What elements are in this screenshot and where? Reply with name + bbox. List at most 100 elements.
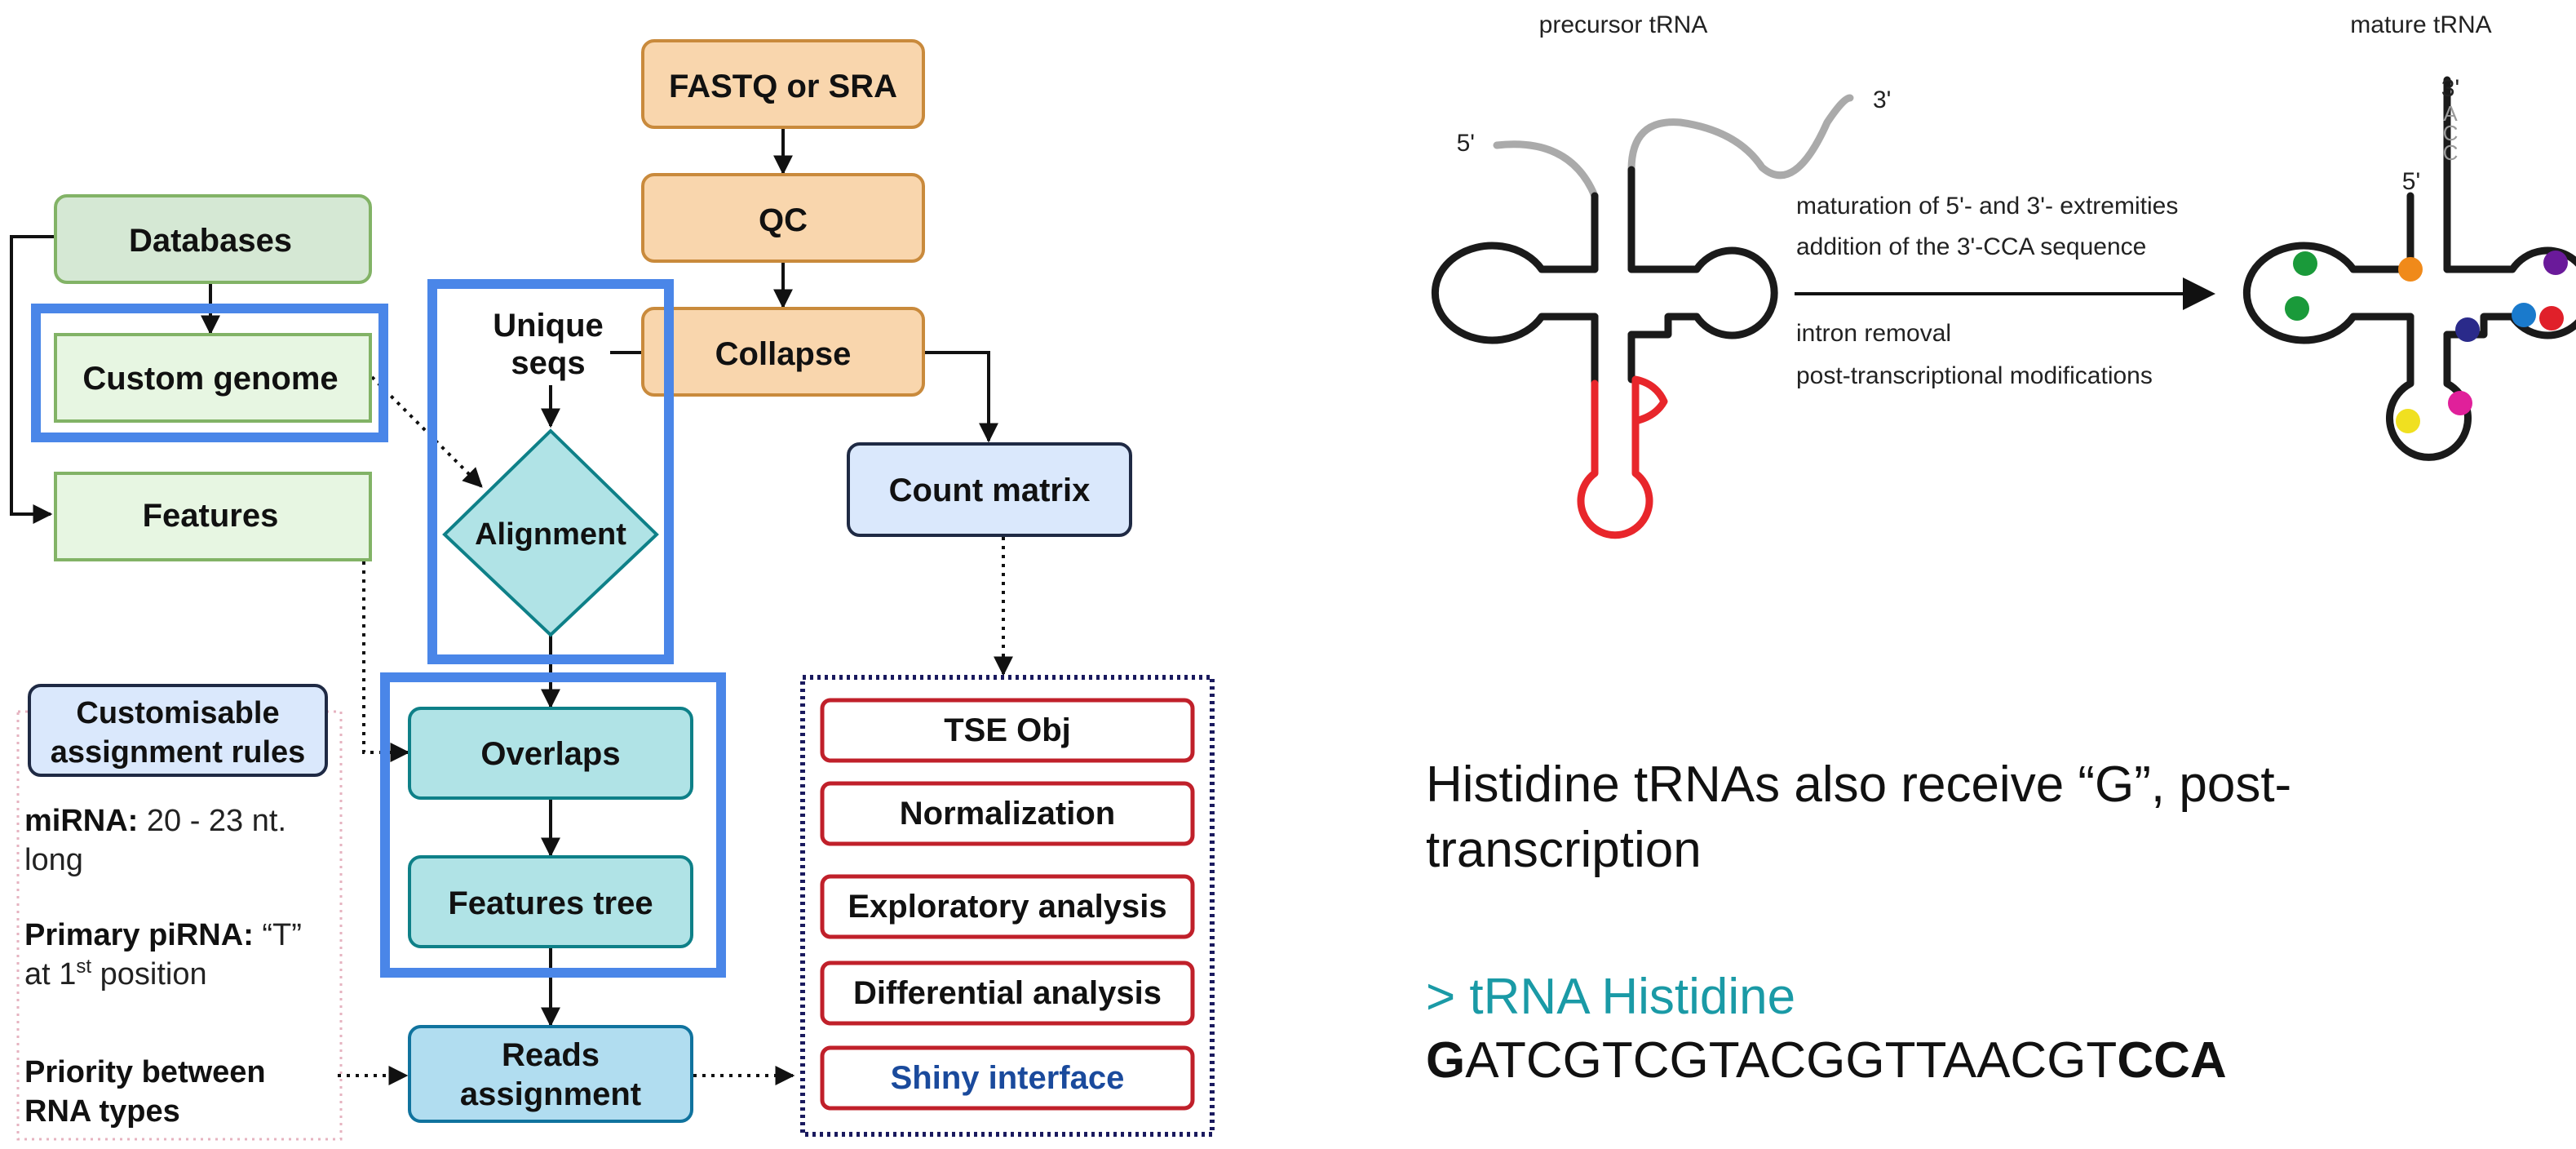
output-box-shiny	[820, 1045, 1195, 1111]
mature-d-arm	[2242, 242, 2414, 344]
rule-pirna-bold: Primary piRNA:	[24, 918, 254, 952]
features-label: Features	[143, 498, 279, 534]
reads-assignment-line1: Reads	[502, 1037, 600, 1073]
mature-t-arm	[2443, 246, 2576, 339]
mature-5prime-label: 5'	[2402, 168, 2420, 195]
output-shiny-label: Shiny interface	[891, 1060, 1125, 1096]
collapse-node: Collapse	[641, 307, 925, 397]
reads-assignment-line2: assignment	[460, 1076, 641, 1112]
precursor-5prime-leader	[1493, 140, 1599, 200]
mod-dot-navy	[2455, 317, 2480, 342]
databases-label: Databases	[129, 223, 292, 259]
unique-seqs-line2: seqs	[511, 345, 585, 381]
mature-acc-c2: C	[2443, 140, 2459, 165]
fasta-header: > tRNA Histidine	[1426, 969, 1795, 1025]
alignment-node: Alignment	[442, 428, 659, 637]
rules-panel: Customisable assignment rules miRNA: 20 …	[16, 684, 343, 1141]
rule-priority-line1: Priority between	[24, 1055, 266, 1089]
custom-genome-label: Custom genome	[82, 361, 338, 397]
precursor-3prime-label: 3'	[1873, 87, 1891, 113]
mod-dot-green-1	[2293, 251, 2317, 276]
features-node: Features	[54, 472, 372, 561]
precursor-intron-red	[1577, 375, 1668, 539]
output-exploratory-label: Exploratory analysis	[848, 889, 1166, 925]
fastq-label: FASTQ or SRA	[669, 69, 897, 104]
features-tree-label: Features tree	[448, 885, 653, 921]
maturation-step-1: maturation of 5'- and 3'- extremities	[1796, 193, 2178, 220]
maturation-step-2: addition of the 3'-CCA sequence	[1796, 233, 2146, 260]
output-box-normalization	[820, 781, 1195, 846]
rule-priority-line2: RNA types	[24, 1094, 180, 1129]
precursor-5prime-label: 5'	[1457, 130, 1475, 157]
rule-pirna-sup: st	[76, 956, 91, 978]
fasta-sequence: GATCGTCGTACGGTTAACGTCCA	[1426, 1032, 2227, 1089]
rule-mirna-text: 20 - 23 nt.	[138, 804, 286, 838]
seq-body: ATCGTCGTACGGTTAACGT	[1465, 1032, 2117, 1089]
output-box-exploratory	[820, 874, 1195, 939]
overlaps-label: Overlaps	[480, 736, 620, 772]
histidine-text-line1: Histidine tRNAs also receive “G”, post-	[1426, 756, 2291, 813]
rules-title-line1: Customisable	[76, 696, 279, 730]
mod-dot-orange	[2398, 257, 2423, 282]
histidine-text-line2: transcription	[1426, 822, 1702, 878]
flowchart: FASTQ or SRA QC Collapse Databases Custo…	[10, 39, 1215, 1141]
maturation-step-3: intron removal	[1796, 320, 1951, 347]
precursor-3prime-trailer	[1627, 94, 1854, 180]
rule-pirna-post: position	[91, 957, 207, 992]
count-matrix-label: Count matrix	[889, 472, 1091, 508]
reads-assignment-node: Reads assignment	[408, 1025, 693, 1123]
precursor-trna-structure: 5' 3'	[1431, 87, 1891, 539]
mod-dot-purple	[2543, 251, 2568, 275]
rule-pirna-text: “T”	[254, 918, 302, 952]
overlaps-node: Overlaps	[408, 707, 693, 800]
fastq-node: FASTQ or SRA	[641, 39, 925, 129]
rule-mirna-line2: long	[24, 843, 83, 877]
mature-acc-c1: C	[2443, 121, 2459, 145]
highlight-overlaps-tree	[380, 672, 726, 978]
qc-node: QC	[641, 173, 925, 263]
rules-title-box	[28, 684, 328, 777]
precursor-acceptor-stem	[1591, 166, 1635, 273]
highlight-frames	[31, 279, 726, 978]
modification-dots	[2285, 251, 2568, 433]
mature-3prime-label: 3'	[2441, 75, 2459, 102]
mature-trna-label: mature tRNA	[2350, 11, 2491, 38]
features-tree-node: Features tree	[408, 855, 693, 948]
highlight-alignment	[427, 279, 674, 664]
dotted-custom-to-alignment	[370, 375, 483, 488]
precursor-d-arm	[1431, 242, 1599, 344]
trna-maturation: precursor tRNA mature tRNA 5' 3' maturat…	[1431, 11, 2576, 539]
dotted-connectors	[338, 375, 1013, 1085]
alignment-label: Alignment	[475, 517, 626, 552]
collapse-label: Collapse	[715, 336, 852, 372]
custom-genome-node: Custom genome	[54, 333, 372, 423]
count-matrix-node: Count matrix	[847, 442, 1132, 537]
arrow-collapse-to-count	[922, 351, 998, 443]
rules-title-line2: assignment rules	[51, 735, 306, 770]
precursor-anticodon-stem-black	[1591, 313, 1635, 388]
rule-pirna-pre: at 1	[24, 957, 76, 992]
output-box-differential	[820, 960, 1195, 1026]
precursor-trna-label: precursor tRNA	[1539, 11, 1708, 38]
mod-dot-yellow	[2396, 409, 2420, 433]
seq-cca: CCA	[2117, 1032, 2226, 1089]
highlight-custom-genome	[31, 304, 388, 442]
histidine-note: Histidine tRNAs also receive “G”, post- …	[1426, 756, 2291, 1089]
unique-seqs-line1: Unique	[493, 308, 604, 344]
precursor-t-arm	[1627, 246, 1778, 339]
maturation-step-4: post-transcriptional modifications	[1796, 362, 2153, 389]
dotted-features-to-overlaps	[362, 561, 410, 762]
rule-pirna-line2: at 1st position	[24, 956, 207, 992]
output-tse-label: TSE Obj	[944, 712, 1071, 748]
rule-mirna-line1: miRNA: 20 - 23 nt.	[24, 804, 286, 838]
qc-label: QC	[759, 202, 808, 238]
output-box-tse	[820, 698, 1195, 763]
output-normalization-label: Normalization	[900, 796, 1115, 832]
mature-acc-a: A	[2443, 101, 2458, 126]
output-differential-label: Differential analysis	[853, 975, 1162, 1011]
mod-dot-red	[2539, 306, 2564, 331]
databases-node: Databases	[54, 194, 372, 284]
mod-dot-green-2	[2285, 296, 2309, 321]
mod-dot-blue	[2512, 303, 2536, 327]
